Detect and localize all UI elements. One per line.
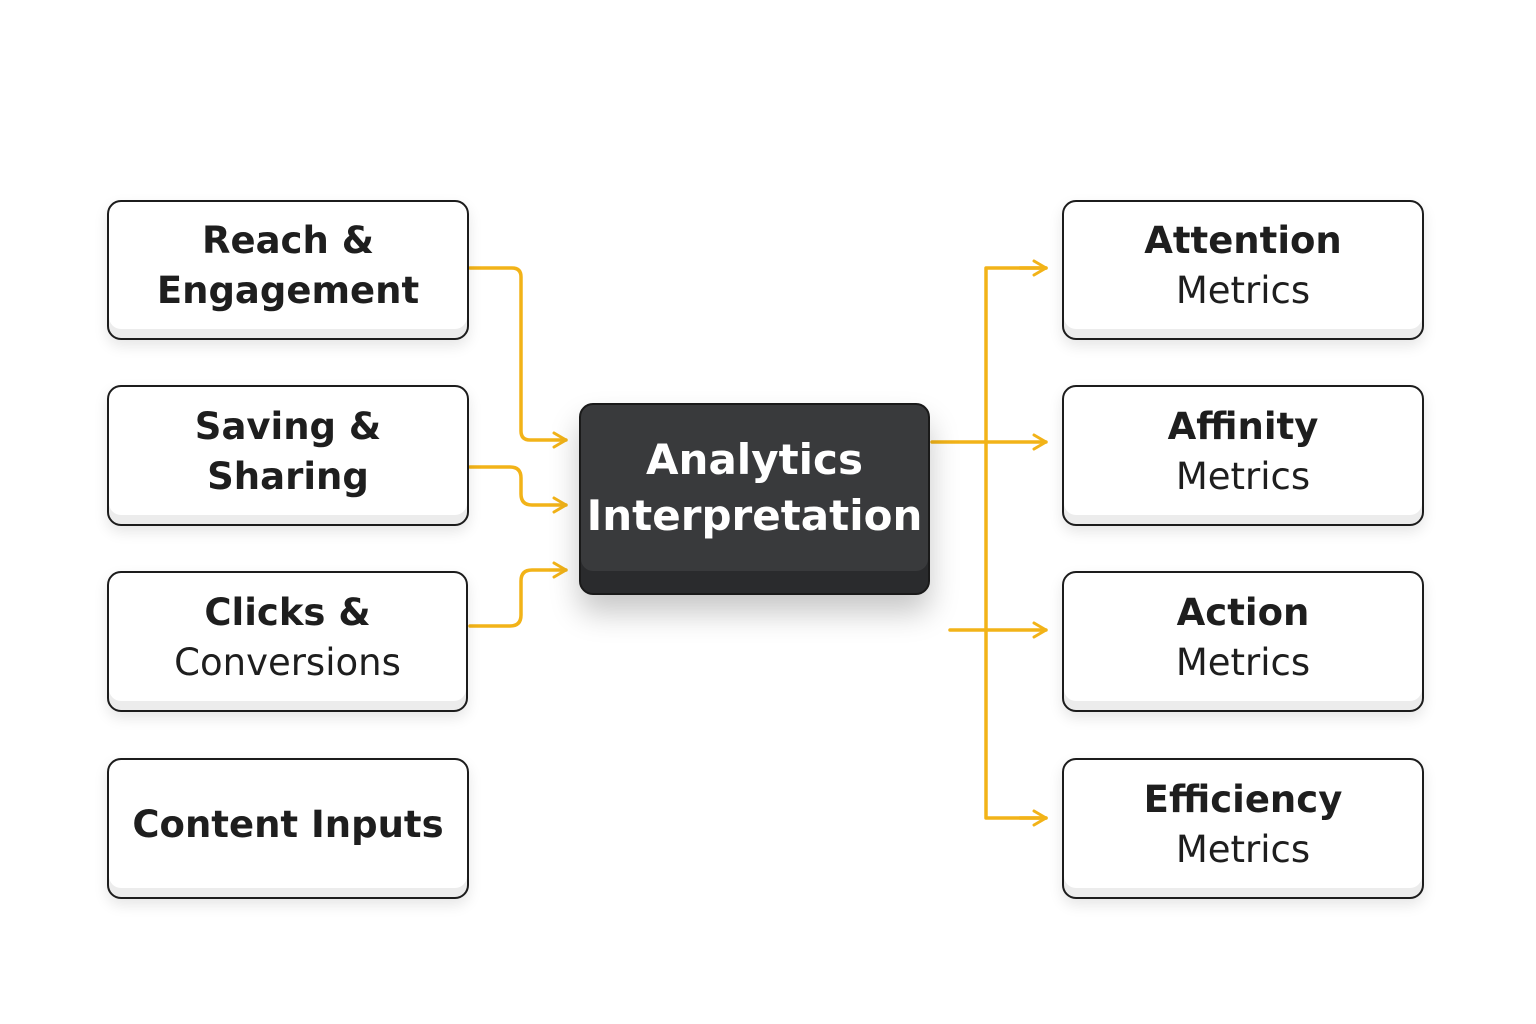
connector-saving-to-center — [468, 465, 568, 514]
output-box-efficiency-metrics: Efficiency Metrics — [1062, 758, 1424, 899]
input-box-content-inputs: Content Inputs — [107, 758, 469, 899]
output-box-label-line1: Affinity — [1167, 404, 1319, 448]
output-box-label-line1: Attention — [1144, 219, 1342, 262]
input-box-saving-sharing: Saving & Sharing — [107, 385, 469, 526]
input-box-reach-engagement: Reach & Engagement — [107, 200, 469, 340]
input-box-label-line2: Sharing — [207, 454, 369, 498]
center-box-analytics-interpretation: Analytics Interpretation — [579, 403, 930, 595]
input-box-label-line2: Conversions — [174, 640, 401, 684]
connector-trunk — [984, 266, 1048, 820]
input-box-label-line1: Clicks & — [204, 590, 371, 634]
input-box-label-line2: Engagement — [156, 269, 420, 312]
output-box-label-line1: Action — [1176, 590, 1310, 634]
output-box-label-line2: Metrics — [1175, 640, 1311, 684]
connector-reach-to-center — [468, 266, 568, 449]
output-box-action-metrics: Action Metrics — [1062, 571, 1424, 712]
output-box-affinity-metrics: Affinity Metrics — [1062, 385, 1424, 526]
input-box-label-line1: Reach & — [202, 219, 374, 262]
output-box-label-line2: Metrics — [1175, 454, 1311, 498]
output-box-label-line2: Metrics — [1175, 269, 1311, 312]
output-box-label-line2: Metrics — [1175, 827, 1311, 871]
output-box-label-line1: Efficiency — [1143, 777, 1343, 821]
center-box-label-line1: Analytics — [646, 435, 863, 484]
connector-clicks-to-center — [468, 561, 568, 628]
output-box-attention-metrics: Attention Metrics — [1062, 200, 1424, 340]
input-box-label-line1: Content Inputs — [132, 802, 444, 846]
center-box-label-line2: Interpretation — [586, 491, 923, 540]
input-box-clicks-conversions: Clicks & Conversions — [107, 571, 468, 712]
input-box-label-line1: Saving & — [194, 404, 382, 448]
